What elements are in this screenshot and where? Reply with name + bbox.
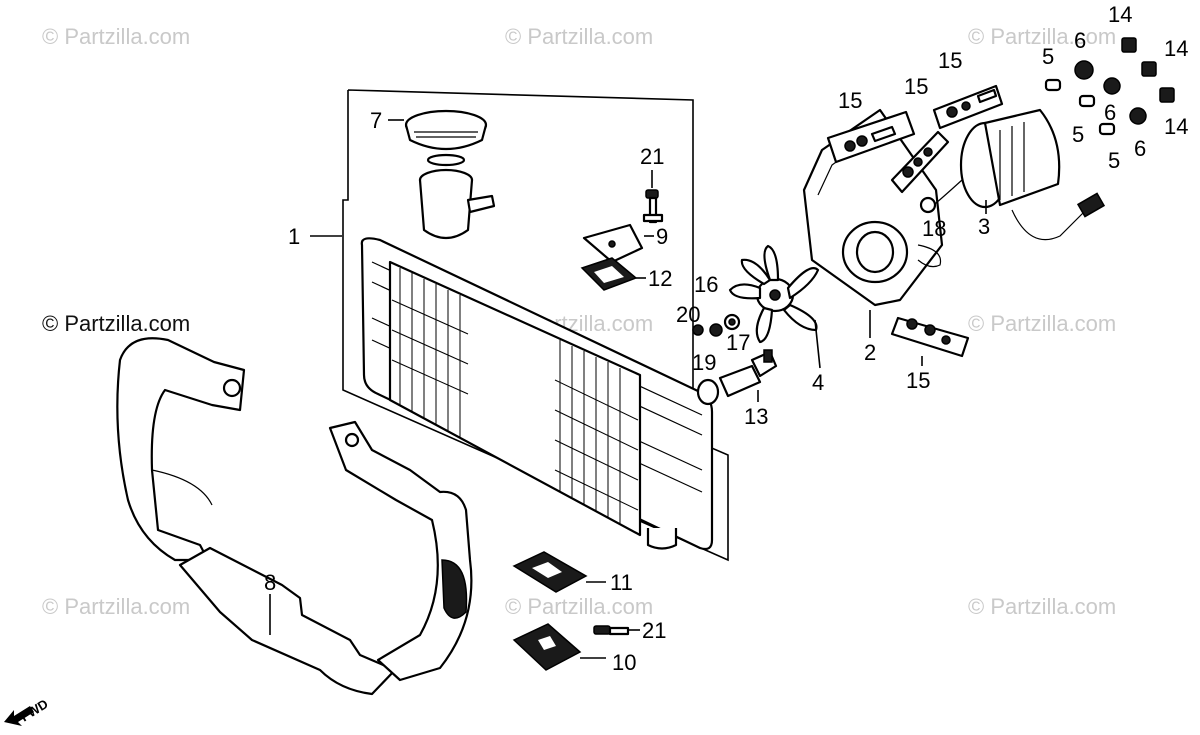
motor-fasteners bbox=[1044, 37, 1175, 136]
callout-9: 9 bbox=[656, 224, 668, 249]
callout-7: 7 bbox=[370, 108, 382, 133]
lower-cushion bbox=[512, 551, 588, 593]
callout-6: 6 bbox=[1074, 28, 1086, 53]
screw-top bbox=[642, 189, 664, 224]
callout-20: 20 bbox=[676, 302, 700, 327]
screw-bottom bbox=[593, 625, 630, 636]
callout-8: 8 bbox=[264, 570, 276, 595]
callout-12: 12 bbox=[648, 266, 672, 291]
thermo-switch bbox=[696, 349, 778, 406]
callout-leaders bbox=[269, 119, 987, 659]
callout-5: 5 bbox=[1042, 44, 1054, 69]
cushion bbox=[580, 257, 638, 291]
callout-13: 13 bbox=[744, 404, 768, 429]
filler-neck bbox=[418, 168, 496, 240]
watermark: © Partzilla.com bbox=[968, 24, 1116, 49]
callout-1: 1 bbox=[288, 224, 300, 249]
callout-5: 5 bbox=[1108, 148, 1120, 173]
callout-16: 16 bbox=[694, 272, 718, 297]
forward-arrow-icon bbox=[4, 706, 34, 726]
assembly-bracket-outline bbox=[342, 89, 729, 562]
callout-11: 11 bbox=[610, 570, 633, 595]
mounting-plate bbox=[582, 223, 644, 264]
watermark: © Partzilla.com bbox=[968, 311, 1116, 336]
callout-5: 5 bbox=[1072, 122, 1084, 147]
shroud-bracket bbox=[826, 110, 916, 164]
radiator-cap bbox=[404, 109, 488, 167]
forward-direction-indicator: FWD bbox=[4, 696, 51, 726]
callout-19: 19 bbox=[692, 350, 716, 375]
watermark: © Partzilla.com bbox=[42, 594, 190, 619]
callout-6: 6 bbox=[1134, 136, 1146, 161]
radiator-core bbox=[360, 237, 714, 551]
watermark: © Partzilla.com bbox=[42, 311, 190, 336]
shroud-bracket bbox=[932, 84, 1004, 130]
callout-15: 15 bbox=[838, 88, 862, 113]
callout-21: 21 bbox=[640, 144, 664, 169]
callout-21: 21 bbox=[642, 618, 666, 643]
callout-15: 15 bbox=[906, 368, 930, 393]
watermark: © Partzilla.com bbox=[968, 594, 1116, 619]
callout-18: 18 bbox=[922, 216, 946, 241]
callout-14: 14 bbox=[1108, 2, 1132, 27]
callout-labels: 1 2 3 4 5 5 5 6 6 6 7 8 9 10 11 12 13 14… bbox=[264, 2, 1188, 675]
watermark: © Partzilla.com bbox=[42, 24, 190, 49]
callout-14: 14 bbox=[1164, 36, 1188, 61]
callout-4: 4 bbox=[812, 370, 824, 395]
callout-6: 6 bbox=[1104, 100, 1116, 125]
callout-14: 14 bbox=[1164, 114, 1188, 139]
watermark: © Partzilla.com bbox=[505, 24, 653, 49]
radiator-fins bbox=[391, 268, 639, 524]
watermark: © Partzilla.com bbox=[505, 594, 653, 619]
shroud-bracket bbox=[890, 130, 950, 194]
radiator-guard bbox=[116, 337, 473, 696]
callout-15: 15 bbox=[938, 48, 962, 73]
callout-2: 2 bbox=[864, 340, 876, 365]
fan-motor bbox=[929, 108, 1106, 241]
callout-17: 17 bbox=[726, 330, 750, 355]
cooling-fan bbox=[728, 244, 820, 344]
callout-3: 3 bbox=[978, 214, 990, 239]
shroud-bracket bbox=[890, 316, 970, 358]
callout-15: 15 bbox=[904, 74, 928, 99]
fwd-label: FWD bbox=[18, 696, 51, 724]
callout-10: 10 bbox=[612, 650, 636, 675]
fan-fasteners bbox=[692, 313, 741, 337]
lower-plate bbox=[512, 623, 582, 671]
washer bbox=[919, 196, 937, 214]
